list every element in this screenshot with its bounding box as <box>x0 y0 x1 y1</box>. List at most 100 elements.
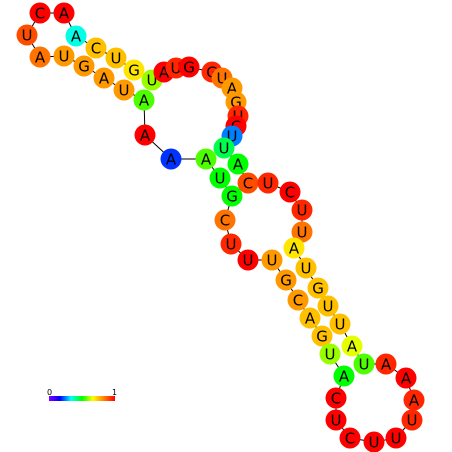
nucleotide-circle <box>319 343 341 365</box>
nucleotide: U <box>53 45 75 67</box>
nucleotide: A <box>227 153 249 175</box>
nucleotide: U <box>105 47 127 69</box>
color-scale-min-label: 0 <box>47 388 52 397</box>
nucleotide-circle <box>279 181 301 203</box>
nucleotide: C <box>339 427 361 449</box>
nucleotide: U <box>363 431 385 452</box>
nucleotide-circle <box>73 55 95 77</box>
nucleotide: A <box>341 335 363 357</box>
nucleotide: A <box>283 237 305 259</box>
nucleotide-circle <box>53 2 75 24</box>
nucleotide-label: A <box>305 310 316 328</box>
nucleotide-circle <box>341 335 363 357</box>
nucleotide: A <box>333 365 355 387</box>
nucleotide-circle <box>65 25 87 47</box>
nucleotide-label: A <box>339 368 350 386</box>
nucleotide: G <box>73 55 95 77</box>
nucleotide-label: C <box>220 212 230 230</box>
nucleotide-circle <box>275 269 297 291</box>
nucleotide: G <box>123 59 145 81</box>
nucleotide: A <box>195 148 217 170</box>
nucleotide: A <box>29 46 51 68</box>
nucleotide: A <box>53 2 75 24</box>
nucleotide-circle <box>178 56 200 78</box>
color-scale-legend: 0 1 <box>47 388 117 401</box>
nucleotide: A <box>65 25 87 47</box>
nucleotide: U <box>401 409 423 431</box>
nucleotide-circle <box>105 47 127 69</box>
nucleotide: G <box>307 277 329 299</box>
nucleotide: A <box>160 148 182 170</box>
nucleotide-circle <box>375 353 397 375</box>
nucleotide-label: U <box>215 170 226 188</box>
nucleotide-label: A <box>159 64 170 82</box>
nucleotide-label: U <box>391 430 402 448</box>
nucleotide-label: U <box>111 50 122 68</box>
nucleotide-label: U <box>297 202 308 220</box>
nucleotide: G <box>178 56 200 78</box>
nucleotide-circle <box>220 233 242 255</box>
nucleotide: U <box>209 167 231 189</box>
nucleotide-circle <box>261 249 283 271</box>
nucleotide-label: A <box>233 156 244 174</box>
nucleotide-circle <box>363 431 385 452</box>
nucleotide-label: A <box>381 356 392 374</box>
nucleotide-label: A <box>139 92 150 110</box>
nucleotide: A <box>93 67 115 89</box>
nucleotide: U <box>319 343 341 365</box>
nucleotide-circle <box>195 148 217 170</box>
nucleotide: U <box>325 409 347 431</box>
nucleotide-label: A <box>347 338 358 356</box>
nucleotide-circle <box>85 37 107 59</box>
nucleotide-label: U <box>297 224 308 242</box>
nucleotide-circle <box>287 289 309 311</box>
nucleotide: G <box>311 325 333 347</box>
nucleotide-label: C <box>243 175 253 193</box>
nucleotide-label: U <box>243 252 254 270</box>
nucleotide-circle <box>283 237 305 259</box>
nucleotide: U <box>295 257 317 279</box>
nucleotide: C <box>237 172 259 194</box>
nucleotide-label: U <box>301 260 312 278</box>
nucleotide-label: A <box>289 240 300 258</box>
nucleotide-circle <box>53 45 75 67</box>
nucleotide-circle <box>93 67 115 89</box>
nucleotide-circle <box>395 367 417 389</box>
nucleotide-label: C <box>331 390 341 408</box>
nucleotide-label: U <box>171 60 182 78</box>
nucleotide: U <box>220 233 242 255</box>
nucleotide-label: G <box>312 280 324 298</box>
nucleotide-circle <box>214 209 236 231</box>
nucleotide-label: G <box>316 328 328 346</box>
nucleotide-label: U <box>407 412 418 430</box>
nucleotide-circle <box>134 124 156 146</box>
nucleotide-circle <box>291 199 313 221</box>
nucleotide: G <box>221 185 243 207</box>
nucleotide: C <box>29 2 51 24</box>
nucleotide-circle <box>221 185 243 207</box>
nucleotide: U <box>237 249 259 271</box>
nucleotide-label: U <box>359 356 370 374</box>
nucleotide-label: U <box>147 72 158 90</box>
nucleotide-circle <box>237 172 259 194</box>
nucleotide-label: A <box>35 49 46 67</box>
nucleotide: A <box>403 389 425 411</box>
nucleotide-label: G <box>78 58 90 76</box>
nucleotide-label: G <box>183 59 195 77</box>
nucleotide-circle <box>325 409 347 431</box>
nucleotide: A <box>133 89 155 111</box>
nucleotide-circle <box>311 325 333 347</box>
nucleotide-label: U <box>331 412 342 430</box>
nucleotide-circle <box>295 257 317 279</box>
nucleotide: C <box>325 387 347 409</box>
nucleotide-circle <box>333 365 355 387</box>
nucleotide-label: U <box>227 128 238 146</box>
nucleotide-label: C <box>285 184 295 202</box>
nucleotide: U <box>317 295 339 317</box>
nucleotide: U <box>257 172 279 194</box>
nucleotide: U <box>353 353 375 375</box>
nucleotide-label: A <box>227 80 238 98</box>
nucleotide-label: C <box>35 5 45 23</box>
nucleotide-label: U <box>267 252 278 270</box>
nucleotide-circle <box>401 409 423 431</box>
